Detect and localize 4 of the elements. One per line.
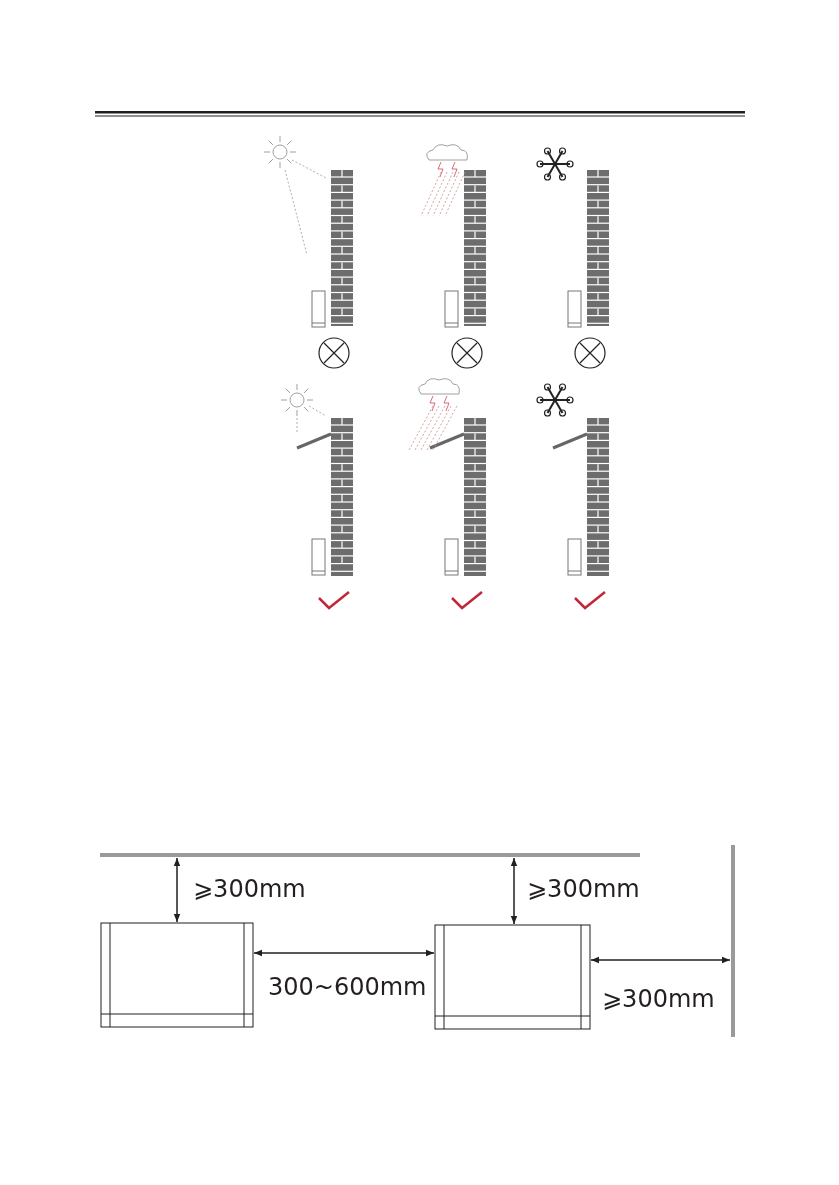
- dimension-label: ⩾300mm: [527, 877, 640, 901]
- dimension-label: 300~600mm: [268, 975, 427, 999]
- dimension-label: ⩾300mm: [602, 987, 715, 1011]
- dimension-label: ⩾300mm: [193, 877, 306, 901]
